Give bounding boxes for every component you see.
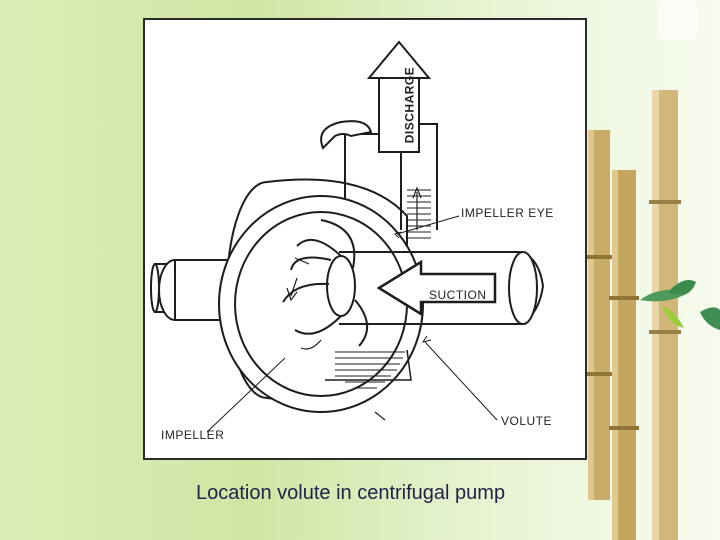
- pump-drawing: [150, 40, 545, 433]
- pump-diagram: DISCHARGE IMPELLER EYE SUCTION VOLUTE IM…: [143, 18, 587, 460]
- discharge-pipe: [320, 40, 438, 239]
- bamboo-stalks: [585, 0, 698, 540]
- impeller: [282, 219, 368, 347]
- label-volute: VOLUTE: [501, 414, 553, 428]
- flow-arrows: [286, 186, 422, 421]
- label-discharge: DISCHARGE: [402, 66, 417, 144]
- label-impeller: IMPELLER: [161, 428, 225, 442]
- leader-lines: [206, 215, 498, 433]
- slide-caption: Location volute in centrifugal pump: [196, 482, 506, 504]
- suction-pipe: [339, 251, 545, 325]
- label-suction: SUCTION: [429, 288, 487, 302]
- label-impeller-eye: IMPELLER EYE: [461, 206, 554, 220]
